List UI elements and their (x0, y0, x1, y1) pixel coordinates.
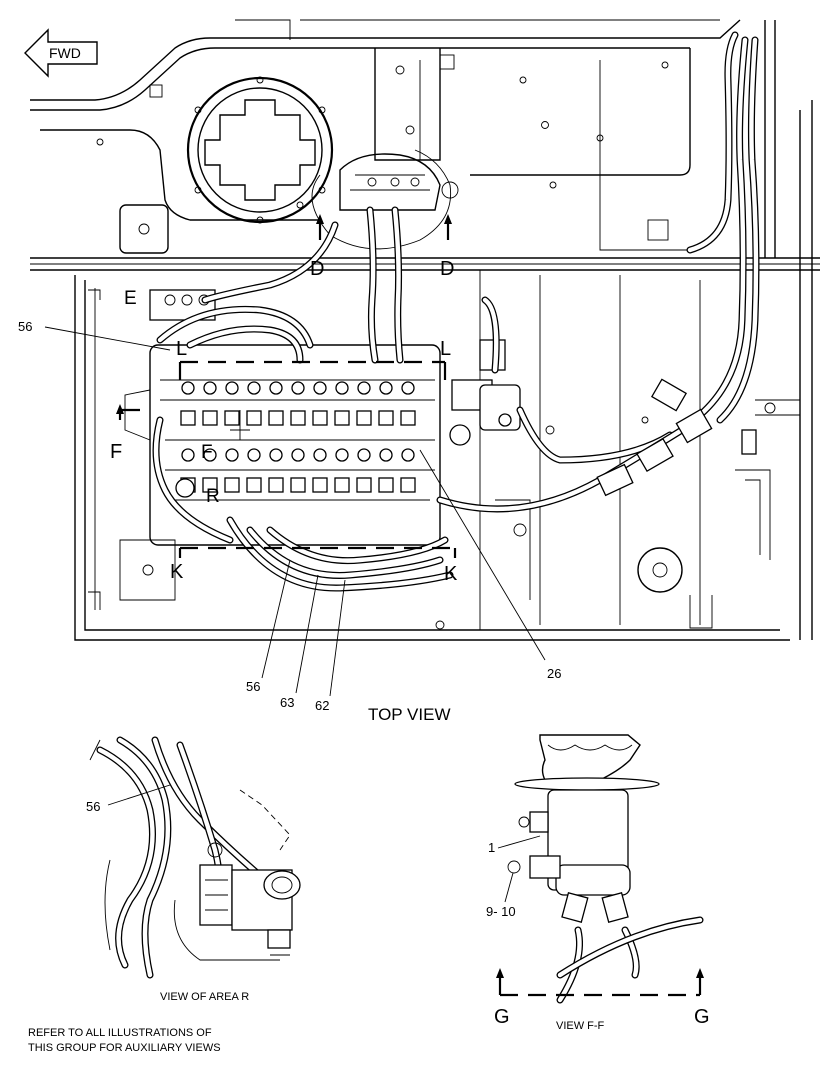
top-view-structure (30, 19, 820, 641)
callout-26: 26 (547, 666, 561, 681)
valve-spool (247, 381, 261, 395)
valve-spool (290, 410, 306, 426)
callout-1: 1 (488, 840, 495, 855)
valve-spool (401, 381, 415, 395)
valve-spool (400, 477, 416, 493)
reference-note: REFER TO ALL ILLUSTRATIONS OF THIS GROUP… (28, 1027, 221, 1054)
valve-spool (357, 448, 371, 462)
view-area-r-title: VIEW OF AREA R (160, 991, 249, 1003)
valve-spool (203, 381, 217, 395)
view-area-r: 56 VIEW OF AREA R (86, 736, 301, 1003)
section-g-right: G (694, 1006, 710, 1028)
section-f-inner: F (201, 442, 213, 463)
callout-62: 62 (315, 698, 329, 713)
section-e: E (124, 288, 137, 309)
valve-spool (400, 410, 416, 426)
section-f: F (110, 441, 122, 463)
section-lines-top (116, 214, 457, 558)
valve-spool (334, 410, 350, 426)
callout-9-10: 9- 10 (486, 904, 516, 919)
valve-spool (334, 477, 350, 493)
valve-spool (202, 477, 218, 493)
valve-spool (269, 381, 283, 395)
callout-56-area-r: 56 (86, 799, 100, 814)
valve-spool (225, 448, 239, 462)
valve-spool (181, 448, 195, 462)
valve-spool (269, 448, 283, 462)
fwd-label: FWD (49, 45, 81, 61)
note-line-2: THIS GROUP FOR AUXILIARY VIEWS (28, 1042, 221, 1054)
valve-spool (312, 477, 328, 493)
section-l-left: L (176, 338, 187, 360)
control-valve-assembly (124, 149, 521, 546)
valve-spool (291, 448, 305, 462)
valve-spool (202, 410, 218, 426)
valve-spool (290, 477, 306, 493)
view-f-f: 1 9- 10 G G VIEW F-F (486, 734, 710, 1032)
valve-spool (246, 410, 262, 426)
callout-63: 63 (280, 695, 294, 710)
valve-spool (180, 410, 196, 426)
callouts-top-view: 56 26 56 63 62 (18, 319, 561, 713)
valve-spool (203, 448, 217, 462)
section-d-right: D (440, 258, 454, 280)
section-k-right: K (444, 563, 458, 585)
section-g-left: G (494, 1006, 510, 1028)
valve-spool (401, 448, 415, 462)
valve-spool (291, 381, 305, 395)
valve-spool (181, 381, 195, 395)
valve-spool (378, 410, 394, 426)
valve-spool (224, 477, 240, 493)
valve-spool (356, 477, 372, 493)
section-letters: D D E L L F F R K K (110, 258, 458, 585)
valve-spool (247, 448, 261, 462)
valve-spool (312, 410, 328, 426)
valve-spool (335, 448, 349, 462)
section-k-left: K (170, 561, 184, 583)
valve-spool (356, 410, 372, 426)
valve-spool (335, 381, 349, 395)
valve-spool (268, 410, 284, 426)
top-view-title: TOP VIEW (368, 705, 451, 724)
callout-56-bottom: 56 (246, 679, 260, 694)
valve-spool (313, 448, 327, 462)
valve-spool (313, 381, 327, 395)
callout-56-top: 56 (18, 319, 32, 334)
valve-spool (246, 477, 262, 493)
section-l-right: L (440, 338, 451, 360)
valve-spool (378, 477, 394, 493)
section-r: R (206, 486, 220, 507)
valve-spool (357, 381, 371, 395)
valve-spool (268, 477, 284, 493)
section-d-left: D (310, 258, 324, 280)
fwd-arrow: FWD (24, 28, 98, 78)
valve-spool (225, 381, 239, 395)
note-line-1: REFER TO ALL ILLUSTRATIONS OF (28, 1027, 212, 1039)
view-f-f-title: VIEW F-F (556, 1020, 605, 1032)
hose-routing (152, 31, 760, 592)
valve-spool (379, 381, 393, 395)
valve-spool (224, 410, 240, 426)
valve-spool (379, 448, 393, 462)
